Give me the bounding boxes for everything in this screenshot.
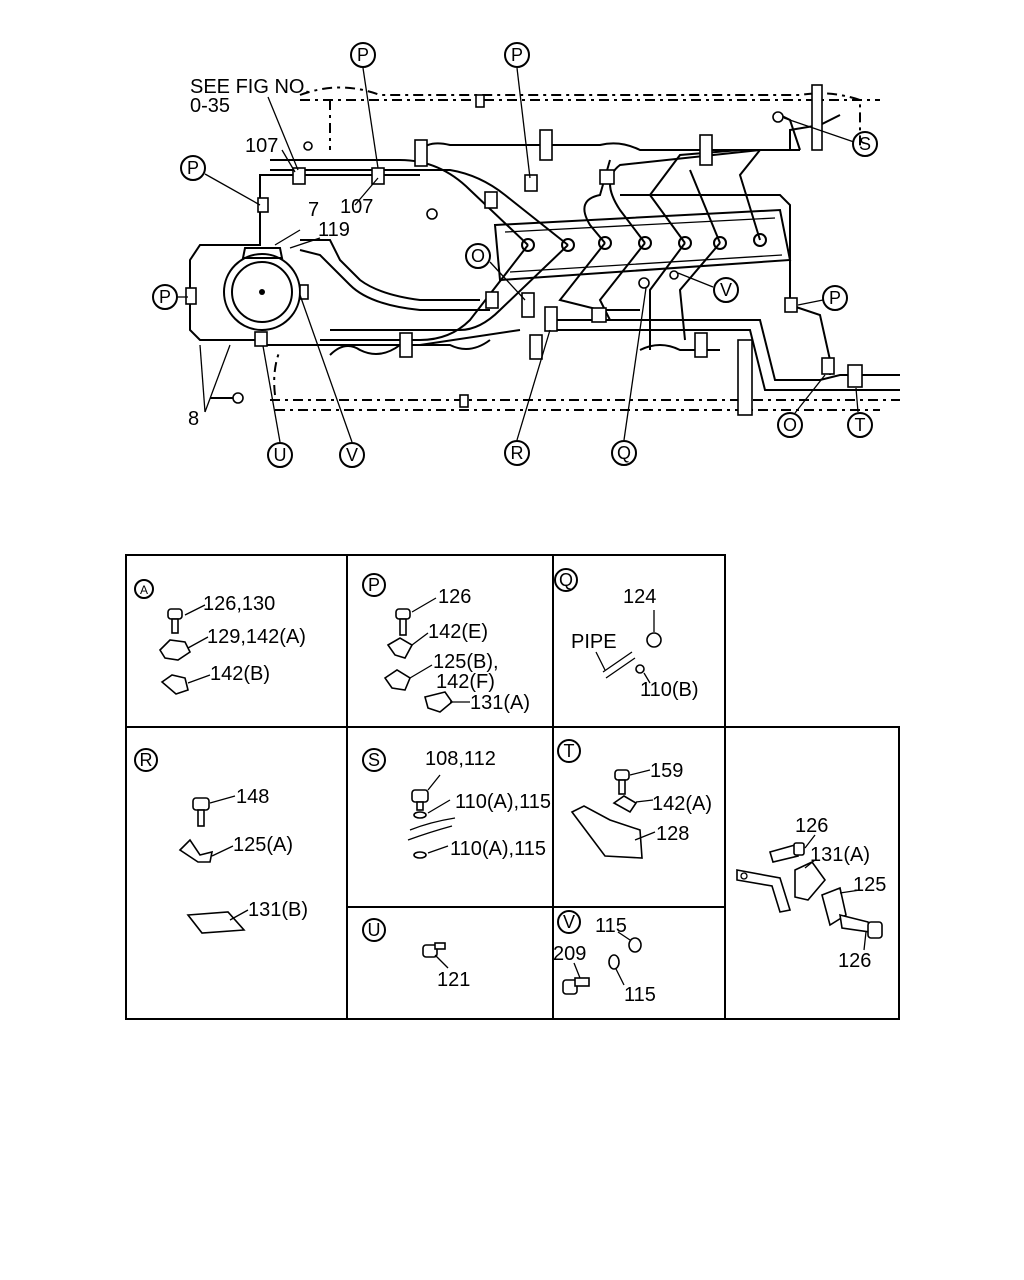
svg-text:P: P [829, 288, 841, 308]
cell-x-label-126-lower: 126 [838, 950, 871, 972]
callout-r: R [504, 440, 530, 466]
cell-s-label-110a-115-upper: 110(A),115 [455, 791, 551, 813]
cell-a-label-129-142a: 129,142(A) [207, 626, 306, 648]
svg-text:S: S [859, 134, 871, 154]
callout-v-bottom: V [339, 442, 365, 468]
part-label-107-lower: 107 [340, 196, 373, 218]
svg-text:T: T [855, 415, 866, 435]
cell-u-label-121: 121 [437, 969, 470, 991]
detail-table [125, 554, 900, 1020]
svg-text:R: R [140, 750, 153, 770]
cell-t-label-142a: 142(A) [652, 793, 712, 815]
callout-p-top-center: P [504, 42, 530, 68]
cell-a-label-126-130: 126,130 [203, 593, 275, 615]
svg-text:O: O [783, 415, 797, 435]
cell-v-letter: V [557, 910, 581, 934]
cell-x-label-131a: 131(A) [810, 844, 870, 866]
cell-t-letter: T [557, 739, 581, 763]
cell-p-label-142e: 142(E) [428, 621, 488, 643]
svg-text:U: U [274, 445, 287, 465]
cell-v-parts [562, 931, 642, 995]
part-label-8: 8 [188, 408, 199, 430]
cell-u-parts [422, 942, 449, 969]
callout-s: S [852, 131, 878, 157]
svg-text:U: U [368, 920, 381, 940]
svg-text:R: R [511, 443, 524, 463]
svg-text:V: V [346, 445, 358, 465]
cell-r-letter: R [134, 748, 158, 772]
cell-s-label-108-112: 108,112 [425, 748, 496, 770]
cell-a-parts [158, 604, 211, 695]
cell-a-label-142b: 142(B) [210, 663, 270, 685]
cell-q-label-124: 124 [623, 586, 656, 608]
svg-text:Q: Q [559, 570, 573, 590]
svg-text:Q: Q [617, 443, 631, 463]
svg-text:P: P [511, 45, 523, 65]
callout-u: U [267, 442, 293, 468]
cell-p-label-131a: 131(A) [470, 692, 530, 714]
cell-s-label-110a-115-lower: 110(A),115 [450, 838, 546, 860]
svg-text:P: P [357, 45, 369, 65]
engine-piping-drawing [178, 67, 900, 443]
part-label-119: 119 [318, 219, 350, 241]
see-fig-text-line2: 0-35 [190, 95, 230, 117]
cell-v-label-209: 209 [553, 943, 586, 965]
svg-text:O: O [471, 246, 485, 266]
svg-text:A: A [140, 583, 148, 597]
cell-p-parts [383, 597, 470, 713]
cell-u-letter: U [362, 918, 386, 942]
part-label-7: 7 [308, 199, 319, 221]
svg-text:P: P [368, 575, 380, 595]
svg-text:T: T [564, 741, 575, 761]
callout-q: Q [611, 440, 637, 466]
svg-text:P: P [159, 287, 171, 307]
callout-p-left-upper: P [180, 155, 206, 181]
cell-p-label-126: 126 [438, 586, 471, 608]
callout-p-right: P [822, 285, 848, 311]
cell-q-label-pipe: PIPE [571, 631, 617, 653]
cell-t-parts [570, 769, 656, 859]
cell-x-label-126-upper: 126 [795, 815, 828, 837]
cell-r-label-131b: 131(B) [248, 899, 308, 921]
cell-r-parts [178, 795, 249, 934]
cell-s-letter: S [362, 748, 386, 772]
cell-r-label-125a: 125(A) [233, 834, 293, 856]
callout-o-right: O [777, 412, 803, 438]
cell-q-letter: Q [554, 568, 578, 592]
see-fig-text-line1: SEE FIG NO. [190, 76, 310, 98]
callout-t: T [847, 412, 873, 438]
callout-v-right: V [713, 277, 739, 303]
cell-q-label-110b: 110(B) [640, 679, 699, 701]
svg-text:V: V [563, 912, 575, 932]
part-label-107-upper: 107 [245, 135, 278, 157]
cell-r-label-148: 148 [236, 786, 269, 808]
callout-p-left-lower: P [152, 284, 178, 310]
cell-v-label-115-lower: 115 [624, 984, 656, 1006]
cell-p-label-125b: 125(B), [433, 651, 499, 673]
svg-text:S: S [368, 750, 380, 770]
callout-p-top-left: P [350, 42, 376, 68]
svg-text:V: V [720, 280, 732, 300]
callout-o-center: O [465, 243, 491, 269]
cell-x-parts [736, 834, 883, 951]
cell-p-label-142f: 142(F) [436, 671, 495, 693]
cell-x-label-125: 125 [853, 874, 886, 896]
svg-text:P: P [187, 158, 199, 178]
cell-s-parts [407, 774, 456, 859]
cell-t-label-128: 128 [656, 823, 689, 845]
cell-t-label-159: 159 [650, 760, 683, 782]
cell-p-letter: P [362, 573, 386, 597]
cell-q-parts [595, 610, 662, 684]
cell-a-letter: A [134, 579, 154, 599]
cell-v-label-115-upper: 115 [595, 915, 627, 937]
